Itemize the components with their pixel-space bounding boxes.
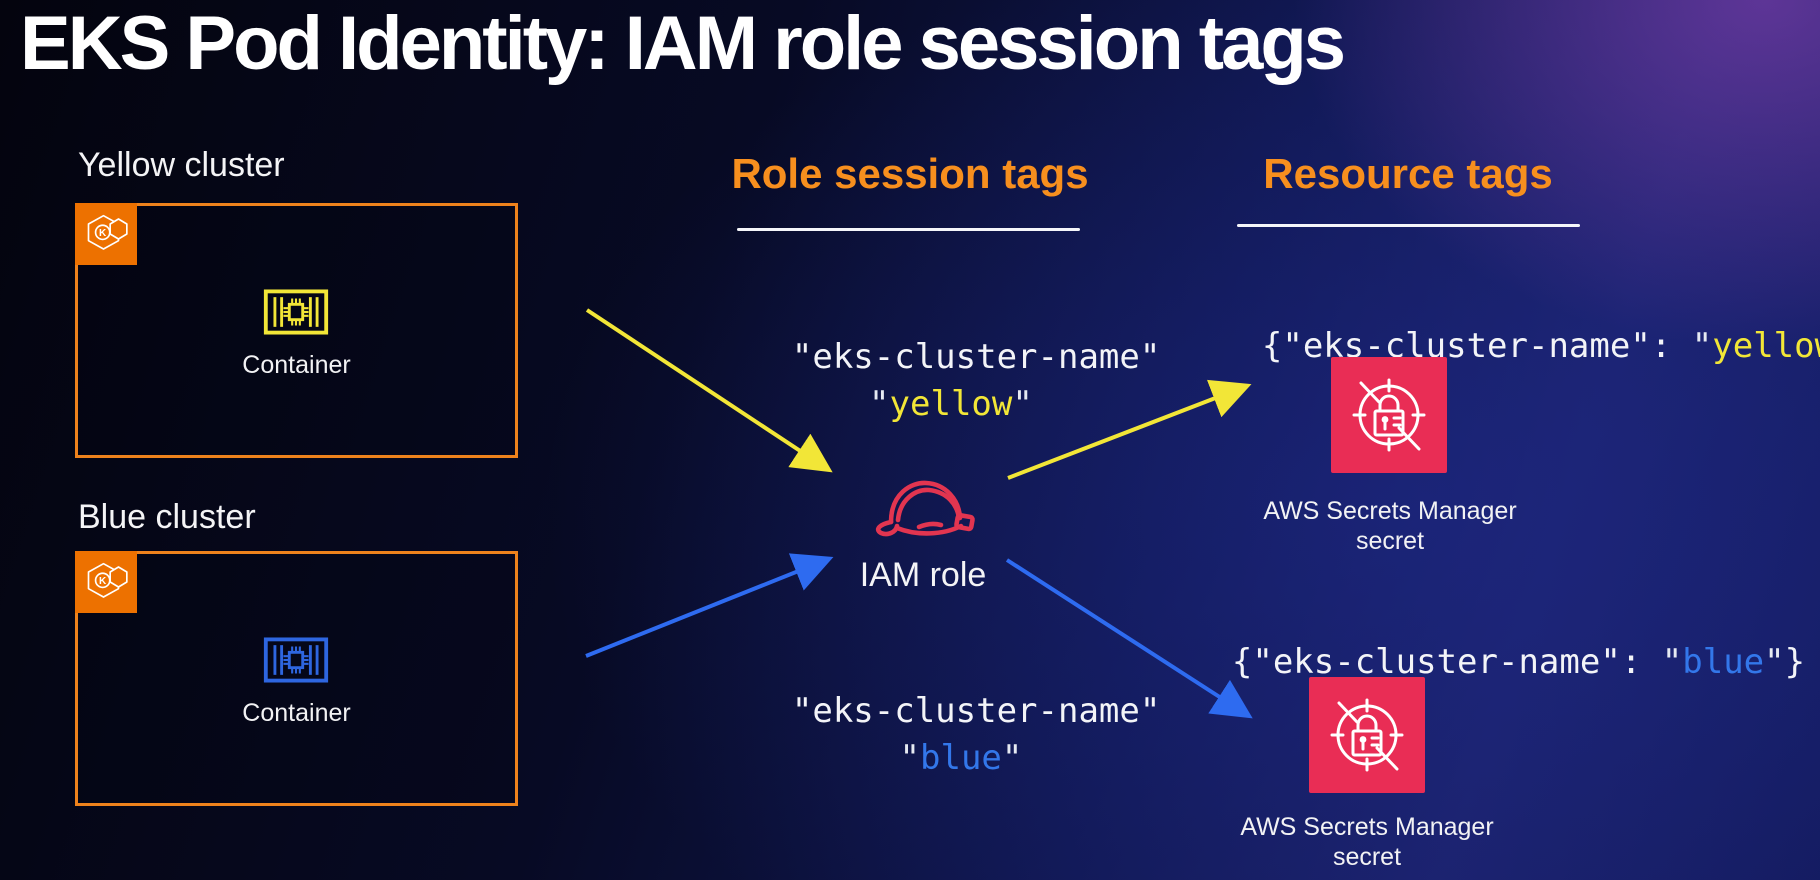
container-label: Container: [242, 351, 351, 379]
secrets-manager-badge-blue: [1309, 677, 1425, 793]
secrets-manager-badge-yellow: [1331, 357, 1447, 473]
caption-line: secret: [1355, 527, 1425, 555]
page-title: EKS Pod Identity: IAM role session tags: [20, 1, 1346, 86]
secrets-manager-lock-icon: [1330, 698, 1404, 772]
caption-line: secret: [1332, 843, 1402, 871]
svg-text:K: K: [99, 576, 107, 587]
blue-cluster-box: K Container: [75, 551, 518, 806]
blue-cluster-label: Blue cluster: [78, 498, 256, 536]
container-label: Container: [242, 699, 351, 727]
secrets-manager-caption: AWS Secrets Manager secret: [1240, 496, 1540, 556]
role-session-tag-value-blue: "blue": [899, 737, 1023, 778]
secrets-manager-lock-icon: [1352, 378, 1426, 452]
svg-text:K: K: [99, 228, 107, 239]
role-session-tags-heading: Role session tags: [731, 150, 1089, 197]
iam-role-hard-hat-icon: [875, 480, 975, 537]
yellow-cluster-box: K Container: [75, 203, 518, 458]
resource-tags-underline: [1237, 224, 1580, 227]
caption-line: AWS Secrets Manager: [1263, 497, 1517, 525]
resource-tag-json-yellow: {"eks-cluster-name": "yellow"}: [1261, 325, 1820, 366]
role-session-tag-value-yellow: "yellow": [869, 383, 1033, 424]
secrets-manager-caption: AWS Secrets Manager secret: [1217, 812, 1517, 872]
caption-line: AWS Secrets Manager: [1240, 813, 1494, 841]
eks-kubernetes-icon: K: [87, 214, 128, 250]
eks-kubernetes-icon: K: [87, 562, 128, 598]
yellow-cluster-label: Yellow cluster: [78, 146, 285, 184]
role-session-underline: [737, 228, 1080, 231]
iam-role-label: IAM role: [859, 556, 987, 594]
role-session-tag-key-yellow: "eks-cluster-name": [791, 336, 1161, 377]
eks-badge: K: [75, 551, 137, 613]
resource-tag-json-blue: {"eks-cluster-name": "blue"}: [1231, 641, 1806, 682]
eks-badge: K: [75, 203, 137, 265]
arrow-blue-cluster-to-iam: [585, 553, 834, 658]
role-session-tag-key-blue: "eks-cluster-name": [791, 690, 1161, 731]
container-icon-blue: [263, 637, 329, 683]
resource-tags-heading: Resource tags: [1263, 150, 1553, 197]
container-icon-yellow: [263, 289, 329, 335]
